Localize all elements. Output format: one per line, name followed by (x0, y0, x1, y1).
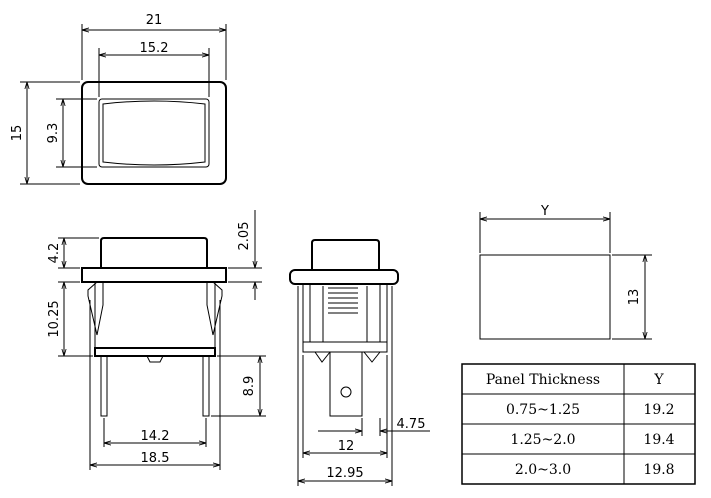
side-view: 4.75 12 12.95 (289, 239, 430, 486)
dim-button-height: 4.2 (47, 243, 62, 264)
panel-cutout: Y 13 (479, 204, 652, 340)
pin-left (100, 355, 108, 417)
table-header-thickness: Panel Thickness (486, 372, 600, 388)
button-face-outline (102, 100, 206, 166)
table-header-y: Y (653, 372, 664, 388)
housing-outline (94, 281, 216, 349)
button-outline (98, 98, 210, 168)
table-cell: 2.0~3.0 (515, 462, 571, 478)
table-cell: 19.4 (643, 432, 674, 448)
front-view: 4.2 10.25 2.05 8.9 14.2 18.5 (47, 210, 266, 470)
base-outline (94, 347, 216, 357)
dim-cutout-width: Y (540, 204, 549, 219)
table-cell: 19.2 (643, 402, 674, 418)
dim-width-inner: 15.2 (140, 41, 169, 56)
flange-outline (81, 267, 227, 283)
pin-right (202, 355, 210, 417)
button-cap-outline (100, 237, 208, 268)
table-cell: 1.25~2.0 (510, 432, 575, 448)
table-cell: 0.75~1.25 (506, 402, 580, 418)
cutout-outline (479, 254, 611, 340)
dim-width-outer: 21 (146, 13, 163, 28)
dim-pin-length: 8.9 (242, 376, 257, 397)
terminal-hole (340, 386, 352, 398)
dim-cutout-height: 13 (627, 289, 642, 306)
table-cell: 19.8 (643, 462, 674, 478)
outer-frame-outline (81, 81, 227, 185)
side-flange-outline (289, 269, 399, 285)
dim-overall-depth: 12.95 (326, 466, 363, 481)
side-terminal-outline (329, 351, 363, 417)
dim-overall-width: 18.5 (141, 451, 170, 466)
dim-terminal-span: 12 (338, 439, 355, 454)
side-button-outline (311, 239, 380, 270)
dim-flange-thickness: 2.05 (237, 222, 252, 251)
thickness-table: Panel Thickness Y 0.75~1.25 19.2 1.25~2.… (461, 363, 696, 485)
top-view: 21 15.2 15 9.3 (10, 13, 227, 185)
dim-terminal-width: 4.75 (397, 417, 426, 432)
dim-height-outer: 15 (10, 125, 25, 142)
dim-body-height: 10.25 (47, 300, 62, 337)
dim-pin-spacing: 14.2 (141, 429, 170, 444)
dim-height-inner: 9.3 (46, 123, 61, 144)
side-base-outline (302, 341, 388, 353)
